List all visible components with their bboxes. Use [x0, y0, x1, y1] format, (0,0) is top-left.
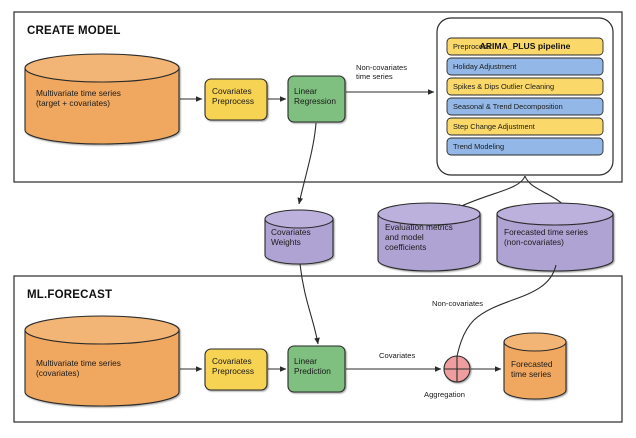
aggregation-label: Aggregation [424, 390, 465, 399]
pipeline-step-label-3[interactable]: Seasonal & Trend Decomposition [453, 102, 563, 111]
edge-label-non-covariates: Non-covariates [432, 299, 484, 308]
forecast-noncovariates-label: Forecasted time series (non-covariates) [504, 227, 588, 247]
evaluation-metrics-cylinder [377, 202, 481, 272]
pipeline-step-rect-2 [446, 77, 604, 96]
pipeline-step-rect-1 [446, 57, 604, 76]
evaluation-metrics-label: Evaluation metrics and model coefficient… [385, 222, 453, 252]
pipeline-step-rect-0 [446, 37, 604, 56]
edge-regression-to-weights [297, 122, 317, 205]
covariates-weights-label: Covariates Weights [271, 227, 311, 247]
pipeline-step-label-5[interactable]: Trend Modeling [453, 142, 505, 151]
forecast-result-cylinder [503, 332, 567, 400]
create-preprocess-label: Covariates Preprocess [212, 86, 254, 106]
edge-pipeline-to-metrics [454, 175, 526, 210]
forecast-noncovariates-cylinder [496, 202, 614, 272]
edge-weights-to-prediction [299, 263, 320, 345]
create-covariates-preprocess-box [204, 78, 268, 121]
edge-label-noncovariates-timeseries: Non-covariates time series [356, 63, 408, 81]
covariates-weights-cylinder [264, 209, 334, 265]
arima-pipeline-title: ARIMA_PLUS pipeline [479, 40, 571, 51]
pipeline-step-label-0[interactable]: Preprocess [453, 42, 491, 51]
create-source-cylinder [24, 53, 180, 145]
pipeline-step-rect-3 [446, 97, 604, 116]
pipeline-step-label-4[interactable]: Step Change Adjustment [453, 122, 535, 131]
aggregation-node [443, 355, 471, 383]
forecast-result-label: Forecasted time series [511, 359, 553, 379]
edge-forecast-noncov-to-aggregation [453, 264, 557, 367]
forecast-source-label: Multivariate time series (covariates) [36, 358, 121, 378]
pipeline-step-rect-4 [446, 117, 604, 136]
pipeline-step-rect-5 [446, 137, 604, 156]
ml-forecast-title: ML.FORECAST [27, 289, 113, 301]
arima-pipeline-container [436, 17, 614, 176]
create-model-title: CREATE MODEL [27, 25, 121, 37]
linear-prediction-label: Linear Prediction [294, 356, 331, 376]
create-source-label: Multivariate time series (target + covar… [36, 88, 121, 108]
linear-regression-label: Linear Regression [294, 86, 336, 106]
forecast-covariates-preprocess-box [204, 348, 268, 391]
forecast-source-cylinder [24, 315, 180, 407]
linear-regression-box [287, 75, 346, 123]
pipeline-step-label-1[interactable]: Holiday Adjustment [453, 62, 517, 71]
forecast-preprocess-label: Covariates Preprocess [212, 356, 254, 376]
linear-prediction-box [287, 345, 346, 393]
edge-label-covariates: Covariates [379, 351, 416, 360]
pipeline-step-label-2[interactable]: Spikes & Dips Outlier Cleaning [453, 82, 555, 91]
